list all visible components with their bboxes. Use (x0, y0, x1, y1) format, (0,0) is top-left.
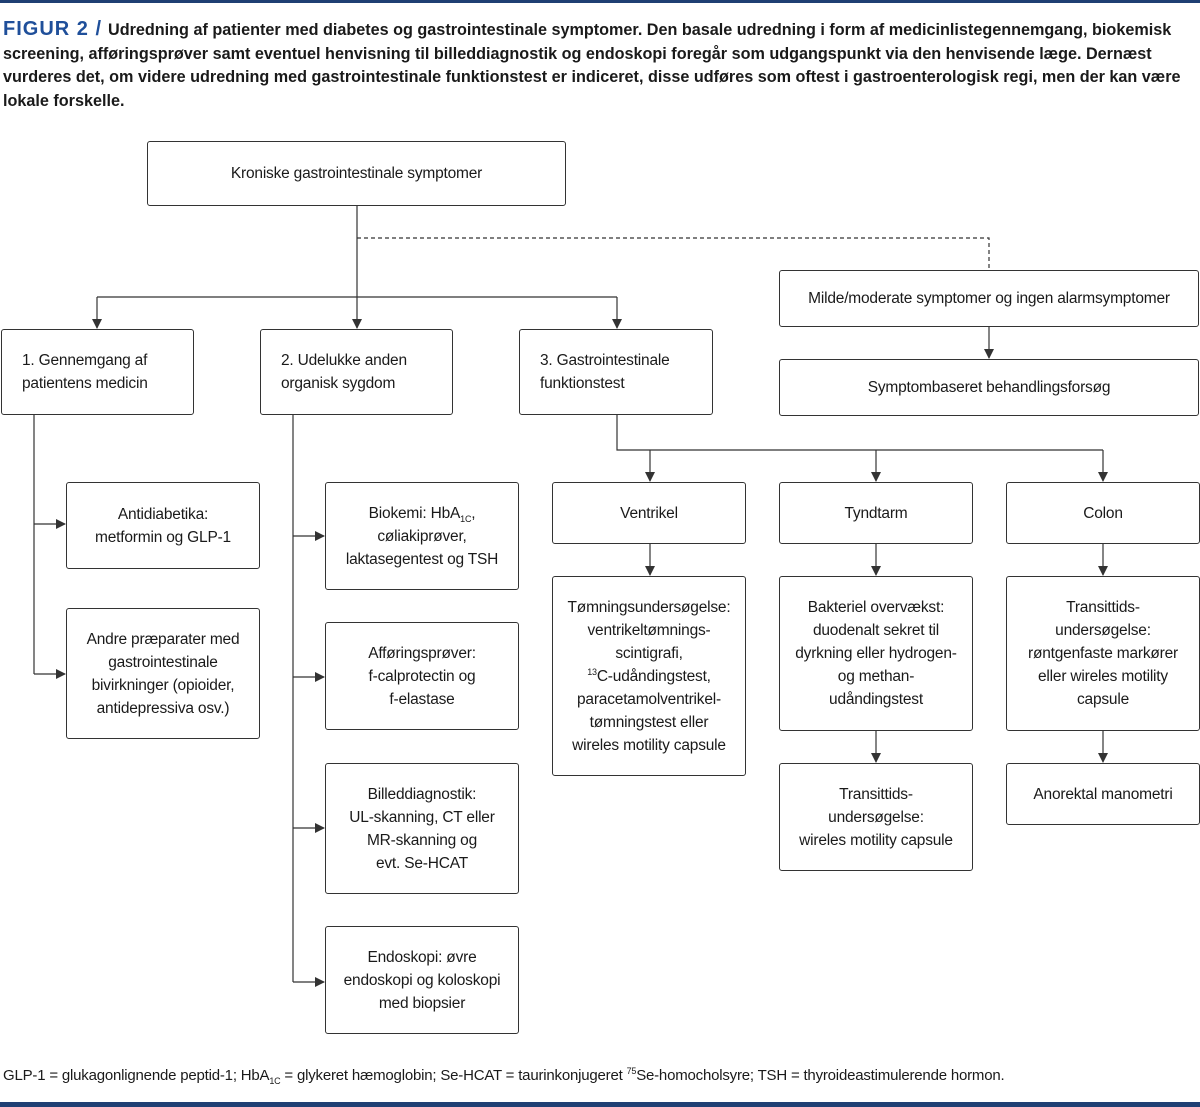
node-billeddiagnostik: Billeddiagnostik: UL-skanning, CT eller … (325, 763, 519, 894)
node-root: Kroniske gastrointestinale symptomer (147, 141, 566, 206)
node-step1-label: 1. Gennemgang af patientens medicin (22, 352, 148, 392)
footnote-superscript: 75 (626, 1066, 637, 1076)
node-transit-tyndtarm-label: Transittids- undersøgelse: wireles motil… (799, 785, 953, 849)
node-biokemi: Biokemi: HbA1C, cøliakiprøver, laktasege… (325, 482, 519, 590)
node-tomning-label: Tømningsundersøgelse: ventrikeltømnings-… (568, 596, 731, 757)
figure-label: FIGUR 2 / (3, 18, 103, 40)
node-mild-label: Milde/moderate symptomer og ingen alarms… (808, 290, 1170, 307)
node-trial-label: Symptombaseret behandlingsforsøg (867, 379, 1111, 396)
node-colon-label: Colon (1083, 504, 1123, 522)
connector-dashed-mild (357, 237, 990, 270)
node-transit-colon-label: Transittids- undersøgelse: røntgenfaste … (1028, 599, 1178, 708)
node-bakteriel-label: Bakteriel overvækst: duodenalt sekret ti… (795, 599, 957, 708)
node-anorektal-manometri: Anorektal manometri (1006, 763, 1200, 825)
node-mild-symptoms: Milde/moderate symptomer og ingen alarms… (779, 270, 1199, 327)
footnote: GLP-1 = glukagonlignende peptid-1; HbA1C… (3, 1066, 1005, 1086)
node-andre-label: Andre præparater med gastrointestinale b… (86, 630, 240, 717)
tomning-text-a: Tømningsundersøgelse: ventrikeltømnings-… (567, 598, 731, 662)
node-step2-label: 2. Udelukke anden organisk sygdom (281, 352, 407, 392)
bottom-rule (0, 1102, 1200, 1107)
footnote-part1: GLP-1 = glukagonlignende peptid-1; HbA (3, 1067, 270, 1084)
node-ventrikel: Ventrikel (552, 482, 746, 544)
footnote-part2: = glykeret hæmoglobin; Se-HCAT = taurink… (280, 1067, 627, 1084)
node-anorektal-label: Anorektal manometri (1033, 785, 1173, 803)
node-transittid-colon: Transittids- undersøgelse: røntgenfaste … (1006, 576, 1200, 731)
biokemi-text-b: , cøliakiprøver, laktasegentest og TSH (345, 504, 499, 568)
node-tyndtarm: Tyndtarm (779, 482, 973, 544)
node-tomningsundersogelse: Tømningsundersøgelse: ventrikeltømnings-… (552, 576, 746, 776)
caption-text: Udredning af patienter med diabetes og g… (3, 21, 1181, 110)
node-symptom-trial: Symptombaseret behandlingsforsøg (779, 359, 1199, 416)
node-afforingsprover: Afføringsprøver: f-calprotectin og f-ela… (325, 622, 519, 730)
node-colon: Colon (1006, 482, 1200, 544)
node-endoskopi-label: Endoskopi: øvre endoskopi og koloskopi m… (343, 948, 501, 1012)
node-transittid-tyndtarm: Transittids- undersøgelse: wireles motil… (779, 763, 973, 871)
node-ventrikel-label: Ventrikel (620, 504, 678, 522)
node-bakteriel-overvaekst: Bakteriel overvækst: duodenalt sekret ti… (779, 576, 973, 731)
connector-step3-bar (616, 415, 1103, 451)
biokemi-text-a: Biokemi: HbA (368, 504, 461, 522)
node-biokemi-label: Biokemi: HbA1C, cøliakiprøver, laktasege… (345, 502, 499, 571)
node-tyndtarm-label: Tyndtarm (844, 504, 908, 522)
figure-caption: FIGUR 2 /Udredning af patienter med diab… (3, 18, 1188, 113)
biokemi-subscript: 1C (460, 513, 472, 524)
node-step2: 2. Udelukke anden organisk sygdom (260, 329, 453, 415)
tomning-text-b: C-udåndingstest, paracetamolventrikel- t… (572, 667, 726, 754)
tomning-superscript: 13 (587, 666, 597, 677)
footnote-part3: Se-homocholsyre; TSH = thyroideastimuler… (636, 1067, 1005, 1084)
node-billed-label: Billeddiagnostik: UL-skanning, CT eller … (349, 785, 495, 872)
node-antidiabetika-label: Antidiabetika: metformin og GLP-1 (95, 505, 231, 546)
node-root-label: Kroniske gastrointestinale symptomer (230, 165, 483, 182)
top-rule (0, 0, 1200, 3)
node-step3-label: 3. Gastrointestinale funktionstest (540, 352, 670, 392)
node-endoskopi: Endoskopi: øvre endoskopi og koloskopi m… (325, 926, 519, 1034)
node-antidiabetika: Antidiabetika: metformin og GLP-1 (66, 482, 260, 569)
footnote-subscript: 1C (269, 1076, 281, 1086)
node-andre-praeparater: Andre præparater med gastrointestinale b… (66, 608, 260, 739)
node-step3: 3. Gastrointestinale funktionstest (519, 329, 713, 415)
node-afforing-label: Afføringsprøver: f-calprotectin og f-ela… (368, 644, 476, 708)
node-step1: 1. Gennemgang af patientens medicin (1, 329, 194, 415)
